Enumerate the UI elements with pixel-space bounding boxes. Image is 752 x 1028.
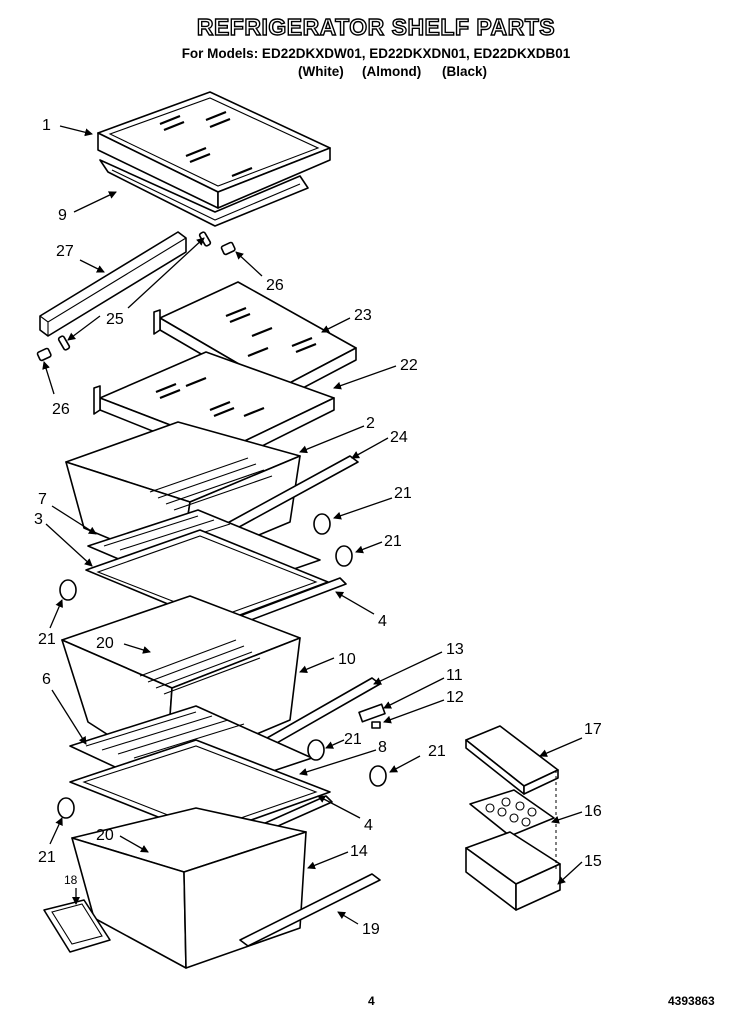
callout-16: 16 xyxy=(584,803,602,820)
page-number: 4 xyxy=(368,994,375,1008)
callout-2: 2 xyxy=(366,415,375,432)
callout-21c: 21 xyxy=(38,631,56,648)
part-14-meat-pan xyxy=(71,807,307,969)
part-25-screw-lower xyxy=(57,335,71,351)
callout-9: 9 xyxy=(58,207,67,224)
callout-13: 13 xyxy=(446,641,464,658)
callout-1: 1 xyxy=(42,117,51,134)
callout-23: 23 xyxy=(354,307,372,324)
callout-19: 19 xyxy=(362,921,380,938)
part-12-screw xyxy=(371,721,381,729)
callout-10: 10 xyxy=(338,651,356,668)
part-21-glide-f xyxy=(57,797,75,819)
callout-12: 12 xyxy=(446,689,464,706)
part-1-glass-shelf xyxy=(97,91,331,209)
callout-20a: 20 xyxy=(96,635,114,652)
callout-4b: 4 xyxy=(364,817,373,834)
callout-11: 11 xyxy=(446,667,463,684)
callout-labels: 1 9 27 26 25 23 26 22 2 24 7 3 21 21 21 … xyxy=(34,117,602,938)
variant-white: (White) xyxy=(298,64,344,79)
callout-7: 7 xyxy=(38,491,47,508)
variant-black: (Black) xyxy=(442,64,488,79)
part-21-glide-c xyxy=(59,579,77,601)
document-number: 4393863 xyxy=(668,994,715,1008)
callout-26b: 26 xyxy=(52,401,70,418)
part-18-label xyxy=(43,899,111,953)
callout-20b: 20 xyxy=(96,827,114,844)
part-25-screw-upper xyxy=(198,231,212,247)
part-17-egg-bin-lid xyxy=(465,725,559,795)
part-21-glide-a xyxy=(313,513,331,535)
models-line: For Models: ED22DKXDW01, ED22DKXDN01, ED… xyxy=(181,46,571,61)
part-21-glide-d xyxy=(307,739,325,761)
callout-3: 3 xyxy=(34,511,43,528)
callout-21b: 21 xyxy=(384,533,402,550)
part-9-shelf-frame xyxy=(99,159,309,227)
callout-24: 24 xyxy=(390,429,408,446)
part-21-glide-b xyxy=(335,545,353,567)
part-19-rail xyxy=(239,873,381,947)
callout-8: 8 xyxy=(378,739,387,756)
part-26-clip-lower xyxy=(36,347,52,362)
callout-14: 14 xyxy=(350,843,368,860)
callout-22: 22 xyxy=(400,357,418,374)
part-27-trim-strip xyxy=(39,231,187,337)
callout-21a: 21 xyxy=(394,485,412,502)
callout-27: 27 xyxy=(56,243,74,260)
part-11-bracket xyxy=(358,703,386,723)
callout-21d: 21 xyxy=(344,731,362,748)
callout-25: 25 xyxy=(106,311,124,328)
callout-15: 15 xyxy=(584,853,602,870)
part-26-clip-upper xyxy=(220,241,236,256)
part-16-egg-tray xyxy=(469,789,555,837)
callout-21f: 21 xyxy=(38,849,56,866)
callout-6: 6 xyxy=(42,671,51,688)
variant-almond: (Almond) xyxy=(362,64,422,79)
callout-26: 26 xyxy=(266,277,284,294)
callout-21e: 21 xyxy=(428,743,446,760)
callout-4a: 4 xyxy=(378,613,387,630)
part-21-glide-e xyxy=(369,765,387,787)
page-title: REFRIGERATOR SHELF PARTS xyxy=(196,13,556,40)
callout-18: 18 xyxy=(64,873,78,887)
leader-lines xyxy=(42,125,583,925)
callout-17: 17 xyxy=(584,721,602,738)
part-15-egg-bin xyxy=(465,831,561,911)
